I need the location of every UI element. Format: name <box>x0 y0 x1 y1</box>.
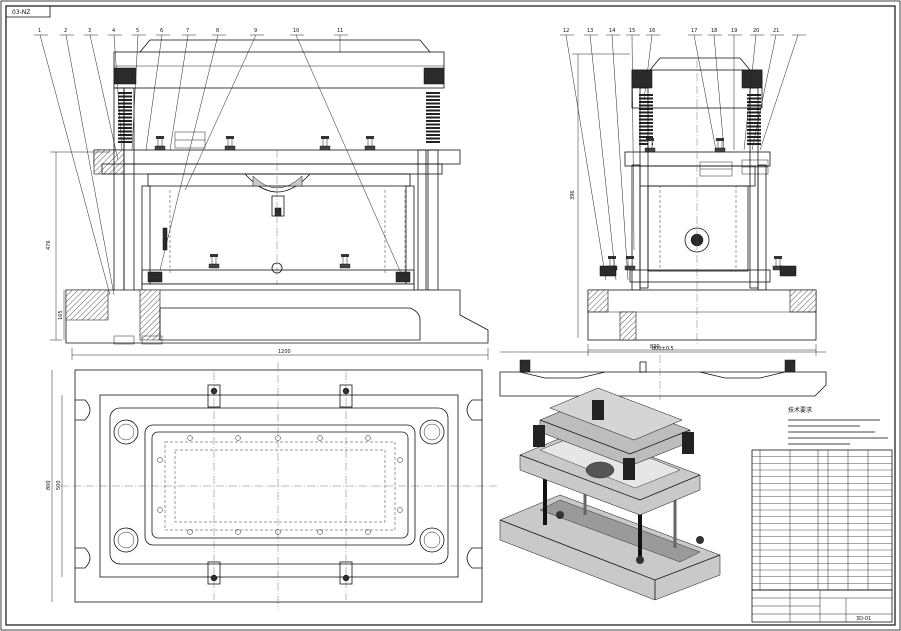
corner-tag: 03-NZ <box>12 9 30 16</box>
dim-plan-inner: 500 <box>56 480 62 490</box>
svg-text:19: 19 <box>731 28 737 34</box>
title-block: 3D-01 <box>751 589 893 623</box>
side-view: 396 830 <box>570 53 817 356</box>
balloon: 15 <box>626 28 640 251</box>
front-view: 1200 476 165 <box>46 39 489 360</box>
balloon: 3 <box>84 28 119 161</box>
balloon <box>759 34 806 151</box>
svg-text:18: 18 <box>711 28 717 34</box>
balloon: 2 <box>60 28 115 296</box>
section-strip: 800±0.5 <box>499 346 827 400</box>
svg-text:8: 8 <box>216 28 219 34</box>
svg-text:4: 4 <box>112 28 115 34</box>
balloon: 11 <box>334 28 348 52</box>
balloon: 13 <box>584 28 617 281</box>
balloon: 12 <box>560 28 607 281</box>
balloon: 10 <box>290 28 405 281</box>
balloon: 17 <box>688 28 717 151</box>
balloon: 19 <box>728 28 742 150</box>
svg-text:9: 9 <box>254 28 257 34</box>
svg-text:5: 5 <box>136 28 139 34</box>
svg-text:14: 14 <box>609 28 615 34</box>
balloon: 8 <box>159 28 226 271</box>
balloon: 6 <box>145 28 170 151</box>
svg-text:1: 1 <box>38 28 41 34</box>
balloon: 5 <box>131 28 146 151</box>
dim-base-height: 165 <box>58 310 64 320</box>
svg-text:15: 15 <box>629 28 635 34</box>
svg-text:11: 11 <box>337 28 343 34</box>
dim-overall-height: 476 <box>46 240 52 250</box>
bom-table <box>751 449 893 591</box>
front-balloons: 1 2 3 4 5 6 7 8 9 10 11 <box>34 28 405 296</box>
balloon: 9 <box>184 28 264 191</box>
dim-strip-width: 800±0.5 <box>652 346 674 352</box>
side-balloons: 12 13 14 15 16 17 18 19 20 21 <box>560 28 806 281</box>
balloon: 14 <box>606 28 629 281</box>
svg-text:20: 20 <box>753 28 759 34</box>
balloon: 4 <box>108 28 123 151</box>
svg-text:17: 17 <box>691 28 697 34</box>
dim-side-width: 830 <box>650 344 660 350</box>
svg-text:12: 12 <box>563 28 569 34</box>
dim-overall-width: 1200 <box>278 349 291 355</box>
notes-heading: 技术要求 <box>788 406 812 414</box>
technical-notes: 技术要求 <box>788 406 888 445</box>
dim-plan-height: 800 <box>46 480 52 490</box>
svg-text:16: 16 <box>649 28 655 34</box>
svg-text:3: 3 <box>88 28 91 34</box>
balloon: 21 <box>751 28 784 151</box>
svg-text:21: 21 <box>773 28 779 34</box>
balloon: 7 <box>169 28 196 151</box>
balloon: 20 <box>743 28 764 151</box>
svg-text:7: 7 <box>186 28 189 34</box>
svg-text:10: 10 <box>293 28 299 34</box>
svg-text:2: 2 <box>64 28 67 34</box>
svg-text:6: 6 <box>160 28 163 34</box>
balloon: 1 <box>34 28 111 296</box>
balloon: 16 <box>643 28 660 101</box>
svg-text:13: 13 <box>587 28 593 34</box>
dim-side-height: 396 <box>570 190 576 200</box>
drawing-number: 3D-01 <box>856 616 871 622</box>
balloon: 18 <box>708 28 725 151</box>
isometric-view <box>499 387 721 601</box>
plan-view: 800 500 <box>46 362 498 610</box>
